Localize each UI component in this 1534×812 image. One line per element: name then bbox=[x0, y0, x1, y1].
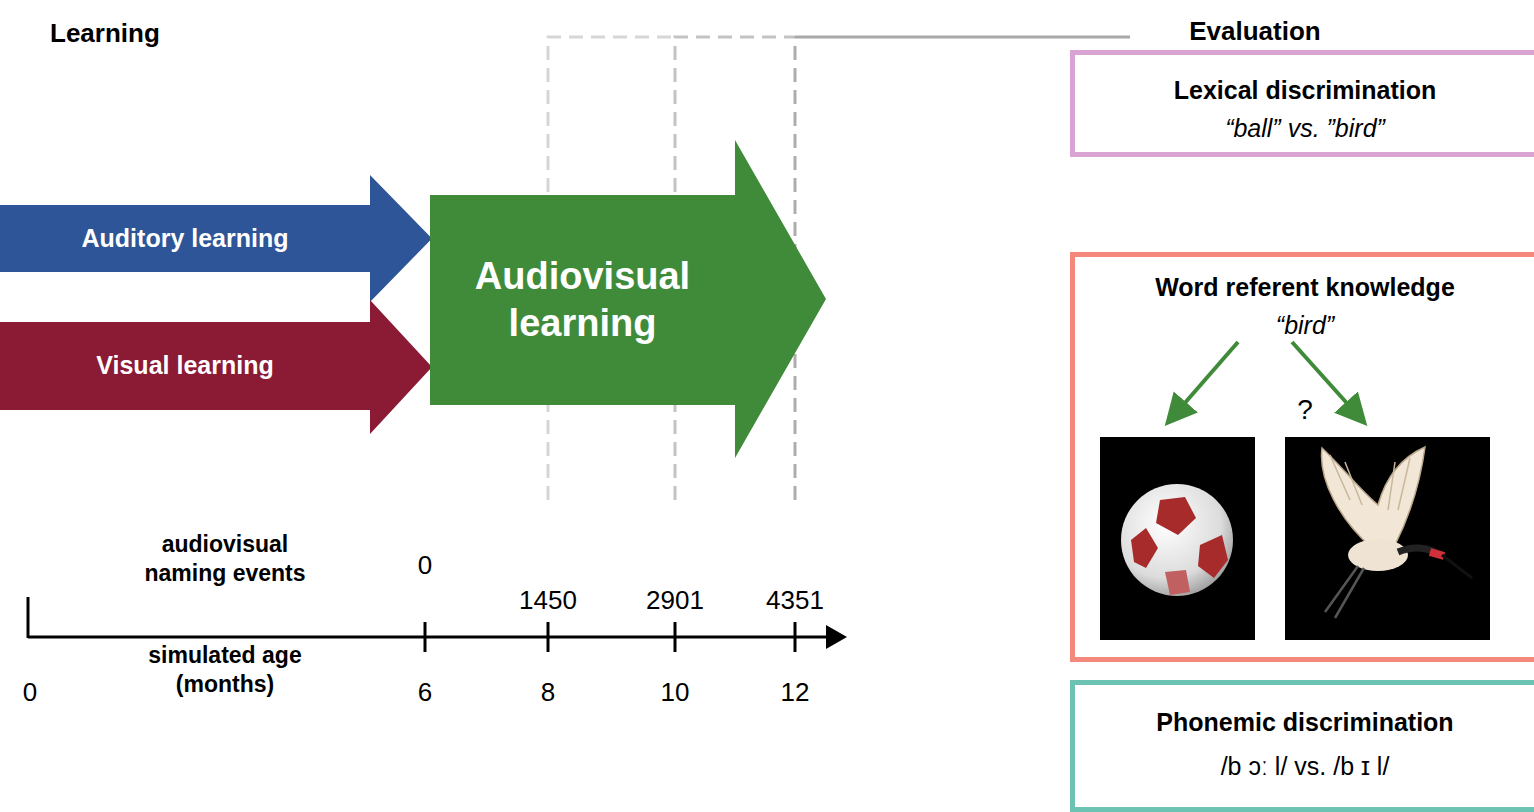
bird-feathers bbox=[1330, 455, 1410, 510]
tick-value: 8 bbox=[518, 676, 578, 709]
axis-start bbox=[27, 597, 30, 638]
tick-value: 10 bbox=[645, 676, 705, 709]
arrow-outline bbox=[0, 175, 432, 302]
arrow-label-area: Auditory learning bbox=[0, 205, 370, 272]
evaluation-box: Phonemic discrimination/b ɔː l/ vs. /b ɪ… bbox=[1070, 680, 1534, 812]
ball-patch bbox=[1165, 570, 1190, 595]
bird-wings bbox=[1322, 447, 1425, 548]
axis-tick bbox=[794, 622, 797, 652]
picture-ground bbox=[1100, 437, 1255, 640]
evaluation-box: Lexical discrimination “ball” vs. ”bird” bbox=[1070, 50, 1534, 157]
axis-tick bbox=[424, 622, 427, 652]
axis-tick bbox=[674, 622, 677, 652]
pointer-arrow bbox=[1170, 342, 1238, 420]
guide-line bbox=[795, 36, 1130, 39]
box-heading: Phonemic discrimination bbox=[1083, 707, 1527, 738]
tick-value: 6 bbox=[395, 676, 455, 709]
arrow-label-area: Audiovisual learning bbox=[430, 195, 735, 405]
tick-value: 12 bbox=[765, 676, 825, 709]
section-heading: Learning bbox=[50, 17, 250, 50]
box-heading: Word referent knowledge bbox=[1083, 272, 1527, 303]
ball bbox=[1121, 484, 1233, 596]
axis-title: audiovisual naming events bbox=[125, 530, 325, 588]
arrow-label-area: Visual learning bbox=[0, 322, 370, 410]
section-heading: Evaluation bbox=[1145, 15, 1365, 48]
arrow-outline bbox=[0, 300, 432, 434]
tick-value: 0 bbox=[10, 676, 50, 709]
ball-patch bbox=[1198, 535, 1228, 578]
bird-beak bbox=[1442, 555, 1472, 578]
axis-title: simulated age (months) bbox=[115, 641, 335, 699]
learning-arrow: Audiovisual learning bbox=[430, 140, 826, 458]
tick-value: 0 bbox=[390, 549, 460, 582]
tick-value: 1450 bbox=[508, 584, 588, 617]
axis-line bbox=[28, 636, 832, 639]
bird-legs bbox=[1325, 566, 1364, 618]
tick-value: 4351 bbox=[755, 584, 835, 617]
box-text: /b ɔː l/ vs. /b ɪ l/ bbox=[1083, 751, 1527, 782]
arrow-label: Audiovisual learning bbox=[438, 253, 727, 348]
ball-picture bbox=[1100, 437, 1255, 640]
ball-patch bbox=[1131, 528, 1158, 568]
box-text: ? bbox=[1083, 392, 1527, 427]
axis-tick bbox=[547, 622, 550, 652]
box-heading: Lexical discrimination bbox=[1083, 75, 1527, 106]
ball-patch bbox=[1156, 497, 1196, 535]
picture-ground bbox=[1285, 437, 1490, 640]
learning-arrow: Auditory learning bbox=[0, 175, 432, 302]
bird-picture bbox=[1285, 437, 1490, 640]
arrow-shape bbox=[430, 140, 826, 458]
tick-value: 2901 bbox=[635, 584, 715, 617]
learning-arrow: Visual learning bbox=[0, 300, 432, 434]
box-text: “bird” bbox=[1083, 310, 1527, 341]
arrow-label: Visual learning bbox=[96, 350, 273, 381]
arrow-outline bbox=[430, 140, 826, 458]
evaluation-box: Word referent knowledge “bird”? bbox=[1070, 252, 1534, 662]
box-text: “ball” vs. ”bird” bbox=[1083, 113, 1527, 144]
arrow-label: Auditory learning bbox=[82, 223, 289, 254]
